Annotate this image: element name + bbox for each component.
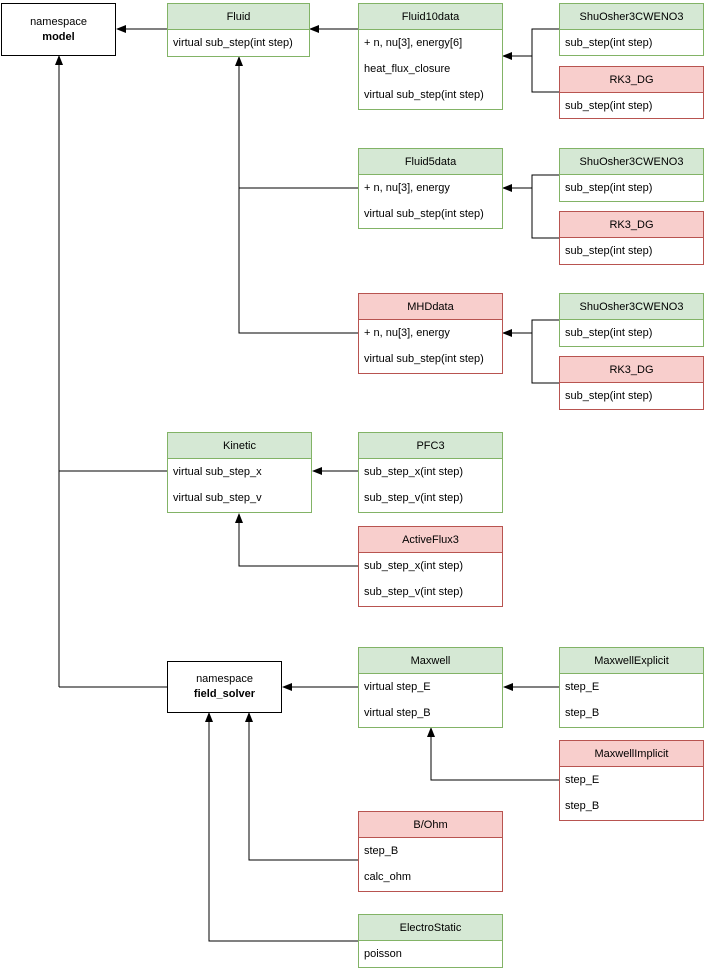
class-maxwellimplicit: MaxwellImplicit step_E step_B xyxy=(559,740,704,821)
class-member: virtual sub_step(int step) xyxy=(364,208,484,220)
class-member: virtual sub_step(int step) xyxy=(364,353,484,365)
class-title: ActiveFlux3 xyxy=(359,527,502,553)
class-maxwellexplicit: MaxwellExplicit step_E step_B xyxy=(559,647,704,728)
class-member: sub_step_v(int step) xyxy=(364,492,464,504)
class-title: ElectroStatic xyxy=(359,915,502,941)
class-title: MaxwellImplicit xyxy=(560,741,703,767)
class-title: MaxwellExplicit xyxy=(560,648,703,674)
class-member: virtual sub_step_v xyxy=(173,492,262,504)
class-member: virtual step_E xyxy=(364,681,431,693)
class-member: step_B xyxy=(565,800,600,812)
connector-rk1-fluid10data xyxy=(531,56,559,93)
class-member: virtual sub_step(int step) xyxy=(173,37,293,49)
connector-mhddata-fluid xyxy=(238,188,358,334)
class-rk3-dg-fluid10: RK3_DG sub_step(int step) xyxy=(559,66,704,119)
class-member: virtual sub_step_x xyxy=(173,466,262,478)
class-mhddata: MHDdata + n, nu[3], energy virtual sub_s… xyxy=(358,293,503,374)
namespace-model: namespace model xyxy=(1,3,116,56)
class-title: Fluid xyxy=(168,4,309,30)
class-fluid: Fluid virtual sub_step(int step) xyxy=(167,3,310,57)
namespace-name: model xyxy=(42,30,75,43)
class-title: RK3_DG xyxy=(560,212,703,238)
class-member: sub_step(int step) xyxy=(565,245,653,257)
class-shuosher3cweno3-fluid5: ShuOsher3CWENO3 sub_step(int step) xyxy=(559,148,704,202)
class-title: MHDdata xyxy=(359,294,502,320)
class-member: sub_step_x(int step) xyxy=(364,560,464,572)
connector-shu2-fluid5data xyxy=(502,174,559,192)
class-title: ShuOsher3CWENO3 xyxy=(560,294,703,320)
class-member: virtual sub_step(int step) xyxy=(364,89,484,101)
namespace-keyword: namespace xyxy=(196,673,253,685)
class-maxwell: Maxwell virtual step_E virtual step_B xyxy=(358,647,503,728)
class-title: ShuOsher3CWENO3 xyxy=(560,149,703,175)
class-activeflux3: ActiveFlux3 sub_step_x(int step) sub_ste… xyxy=(358,526,503,607)
class-shuosher3cweno3-mhd: ShuOsher3CWENO3 sub_step(int step) xyxy=(559,293,704,347)
class-member: step_B xyxy=(565,707,600,719)
class-title: PFC3 xyxy=(359,433,502,459)
connector-activeflux3-kinetic xyxy=(235,513,358,567)
class-member: + n, nu[3], energy xyxy=(364,327,450,339)
connector-rk3-mhddata xyxy=(531,333,559,384)
class-title: Maxwell xyxy=(359,648,502,674)
class-member: step_E xyxy=(565,774,600,786)
connector-shu3-mhddata xyxy=(502,319,559,337)
class-bohm: B/Ohm step_B calc_ohm xyxy=(358,811,503,892)
class-member: sub_step(int step) xyxy=(565,37,653,49)
class-fluid5data: Fluid5data + n, nu[3], energy virtual su… xyxy=(358,148,503,229)
class-member: sub_step(int step) xyxy=(565,182,653,194)
connector-electrostatic-fieldsolver xyxy=(205,712,358,942)
class-member: step_E xyxy=(565,681,600,693)
class-member: virtual step_B xyxy=(364,707,431,719)
class-member: + n, nu[3], energy[6] xyxy=(364,37,463,49)
namespace-field-solver: namespace field_solver xyxy=(167,661,282,713)
class-member: sub_step_v(int step) xyxy=(364,586,464,598)
class-title: ShuOsher3CWENO3 xyxy=(560,4,703,30)
namespace-keyword: namespace xyxy=(30,15,87,28)
class-member: sub_step(int step) xyxy=(565,327,653,339)
class-kinetic: Kinetic virtual sub_step_x virtual sub_s… xyxy=(167,432,312,513)
class-rk3-dg-fluid5: RK3_DG sub_step(int step) xyxy=(559,211,704,265)
class-rk3-dg-mhd: RK3_DG sub_step(int step) xyxy=(559,356,704,410)
class-title: Kinetic xyxy=(168,433,311,459)
class-member: heat_flux_closure xyxy=(364,63,451,75)
class-title: B/Ohm xyxy=(359,812,502,838)
class-member: step_B xyxy=(364,845,399,857)
class-member: calc_ohm xyxy=(364,871,412,883)
connector-fluid5data-fluid xyxy=(235,56,358,189)
connector-maxwellimplicit-maxwell xyxy=(427,727,559,781)
class-pfc3: PFC3 sub_step_x(int step) sub_step_v(int… xyxy=(358,432,503,513)
connector-rk2-fluid5data xyxy=(531,188,559,239)
namespace-name: field_solver xyxy=(193,688,256,700)
class-title: Fluid10data xyxy=(359,4,502,30)
class-electrostatic: ElectroStatic poisson xyxy=(358,914,503,968)
class-member: sub_step_x(int step) xyxy=(364,466,464,478)
class-fluid10data: Fluid10data + n, nu[3], energy[6] heat_f… xyxy=(358,3,503,110)
class-member: + n, nu[3], energy xyxy=(364,182,450,194)
class-shuosher3cweno3-fluid10: ShuOsher3CWENO3 sub_step(int step) xyxy=(559,3,704,56)
connector-shu1-fluid10data xyxy=(502,28,559,60)
class-title: Fluid5data xyxy=(359,149,502,175)
class-member: poisson xyxy=(364,948,402,960)
class-member: sub_step(int step) xyxy=(565,100,653,112)
class-title: RK3_DG xyxy=(560,67,703,93)
connector-bohm-fieldsolver xyxy=(245,712,358,861)
class-member: sub_step(int step) xyxy=(565,390,653,402)
class-title: RK3_DG xyxy=(560,357,703,383)
